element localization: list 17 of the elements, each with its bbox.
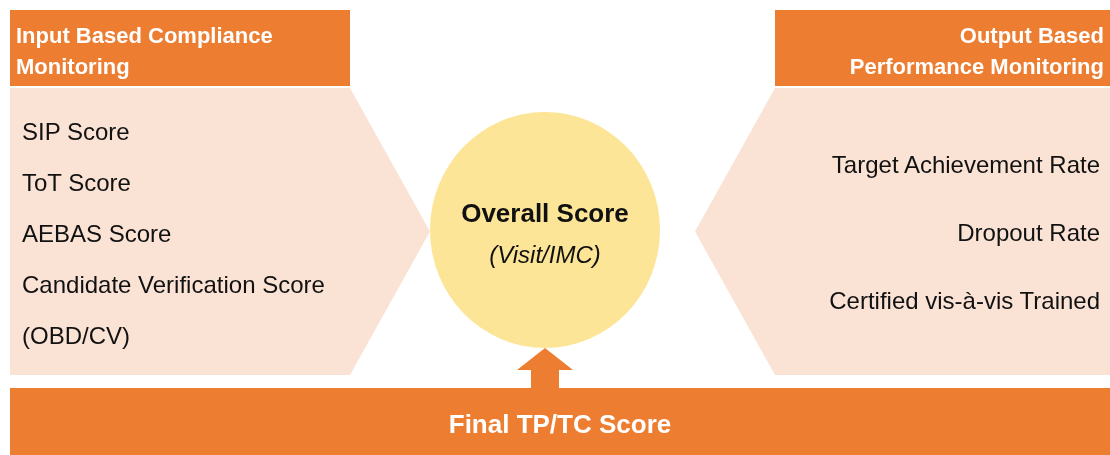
score-bar: [10, 388, 1110, 455]
section-header: [10, 10, 350, 86]
section-title: Output Based Performance Monitoring: [848, 22, 1104, 81]
score-item: Candidate Verification Score: [22, 270, 325, 300]
bar-title: Final TP/TC Score: [447, 408, 673, 440]
block-arrow: [517, 348, 573, 388]
score-item: ToT Score: [22, 168, 131, 198]
score-item: SIP Score: [22, 117, 130, 147]
section-header: [775, 10, 1110, 86]
score-item: (OBD/CV): [22, 321, 130, 351]
circle-subtitle: (Visit/IMC): [488, 240, 602, 270]
score-item: Dropout Rate: [957, 218, 1100, 248]
score-item: Target Achievement Rate: [831, 150, 1100, 180]
score-item: Certified vis-à-vis Trained: [829, 286, 1100, 316]
circle-title: Overall Score: [460, 197, 630, 230]
score-item: AEBAS Score: [22, 219, 172, 249]
section-title: Input Based Compliance Monitoring: [16, 22, 274, 81]
